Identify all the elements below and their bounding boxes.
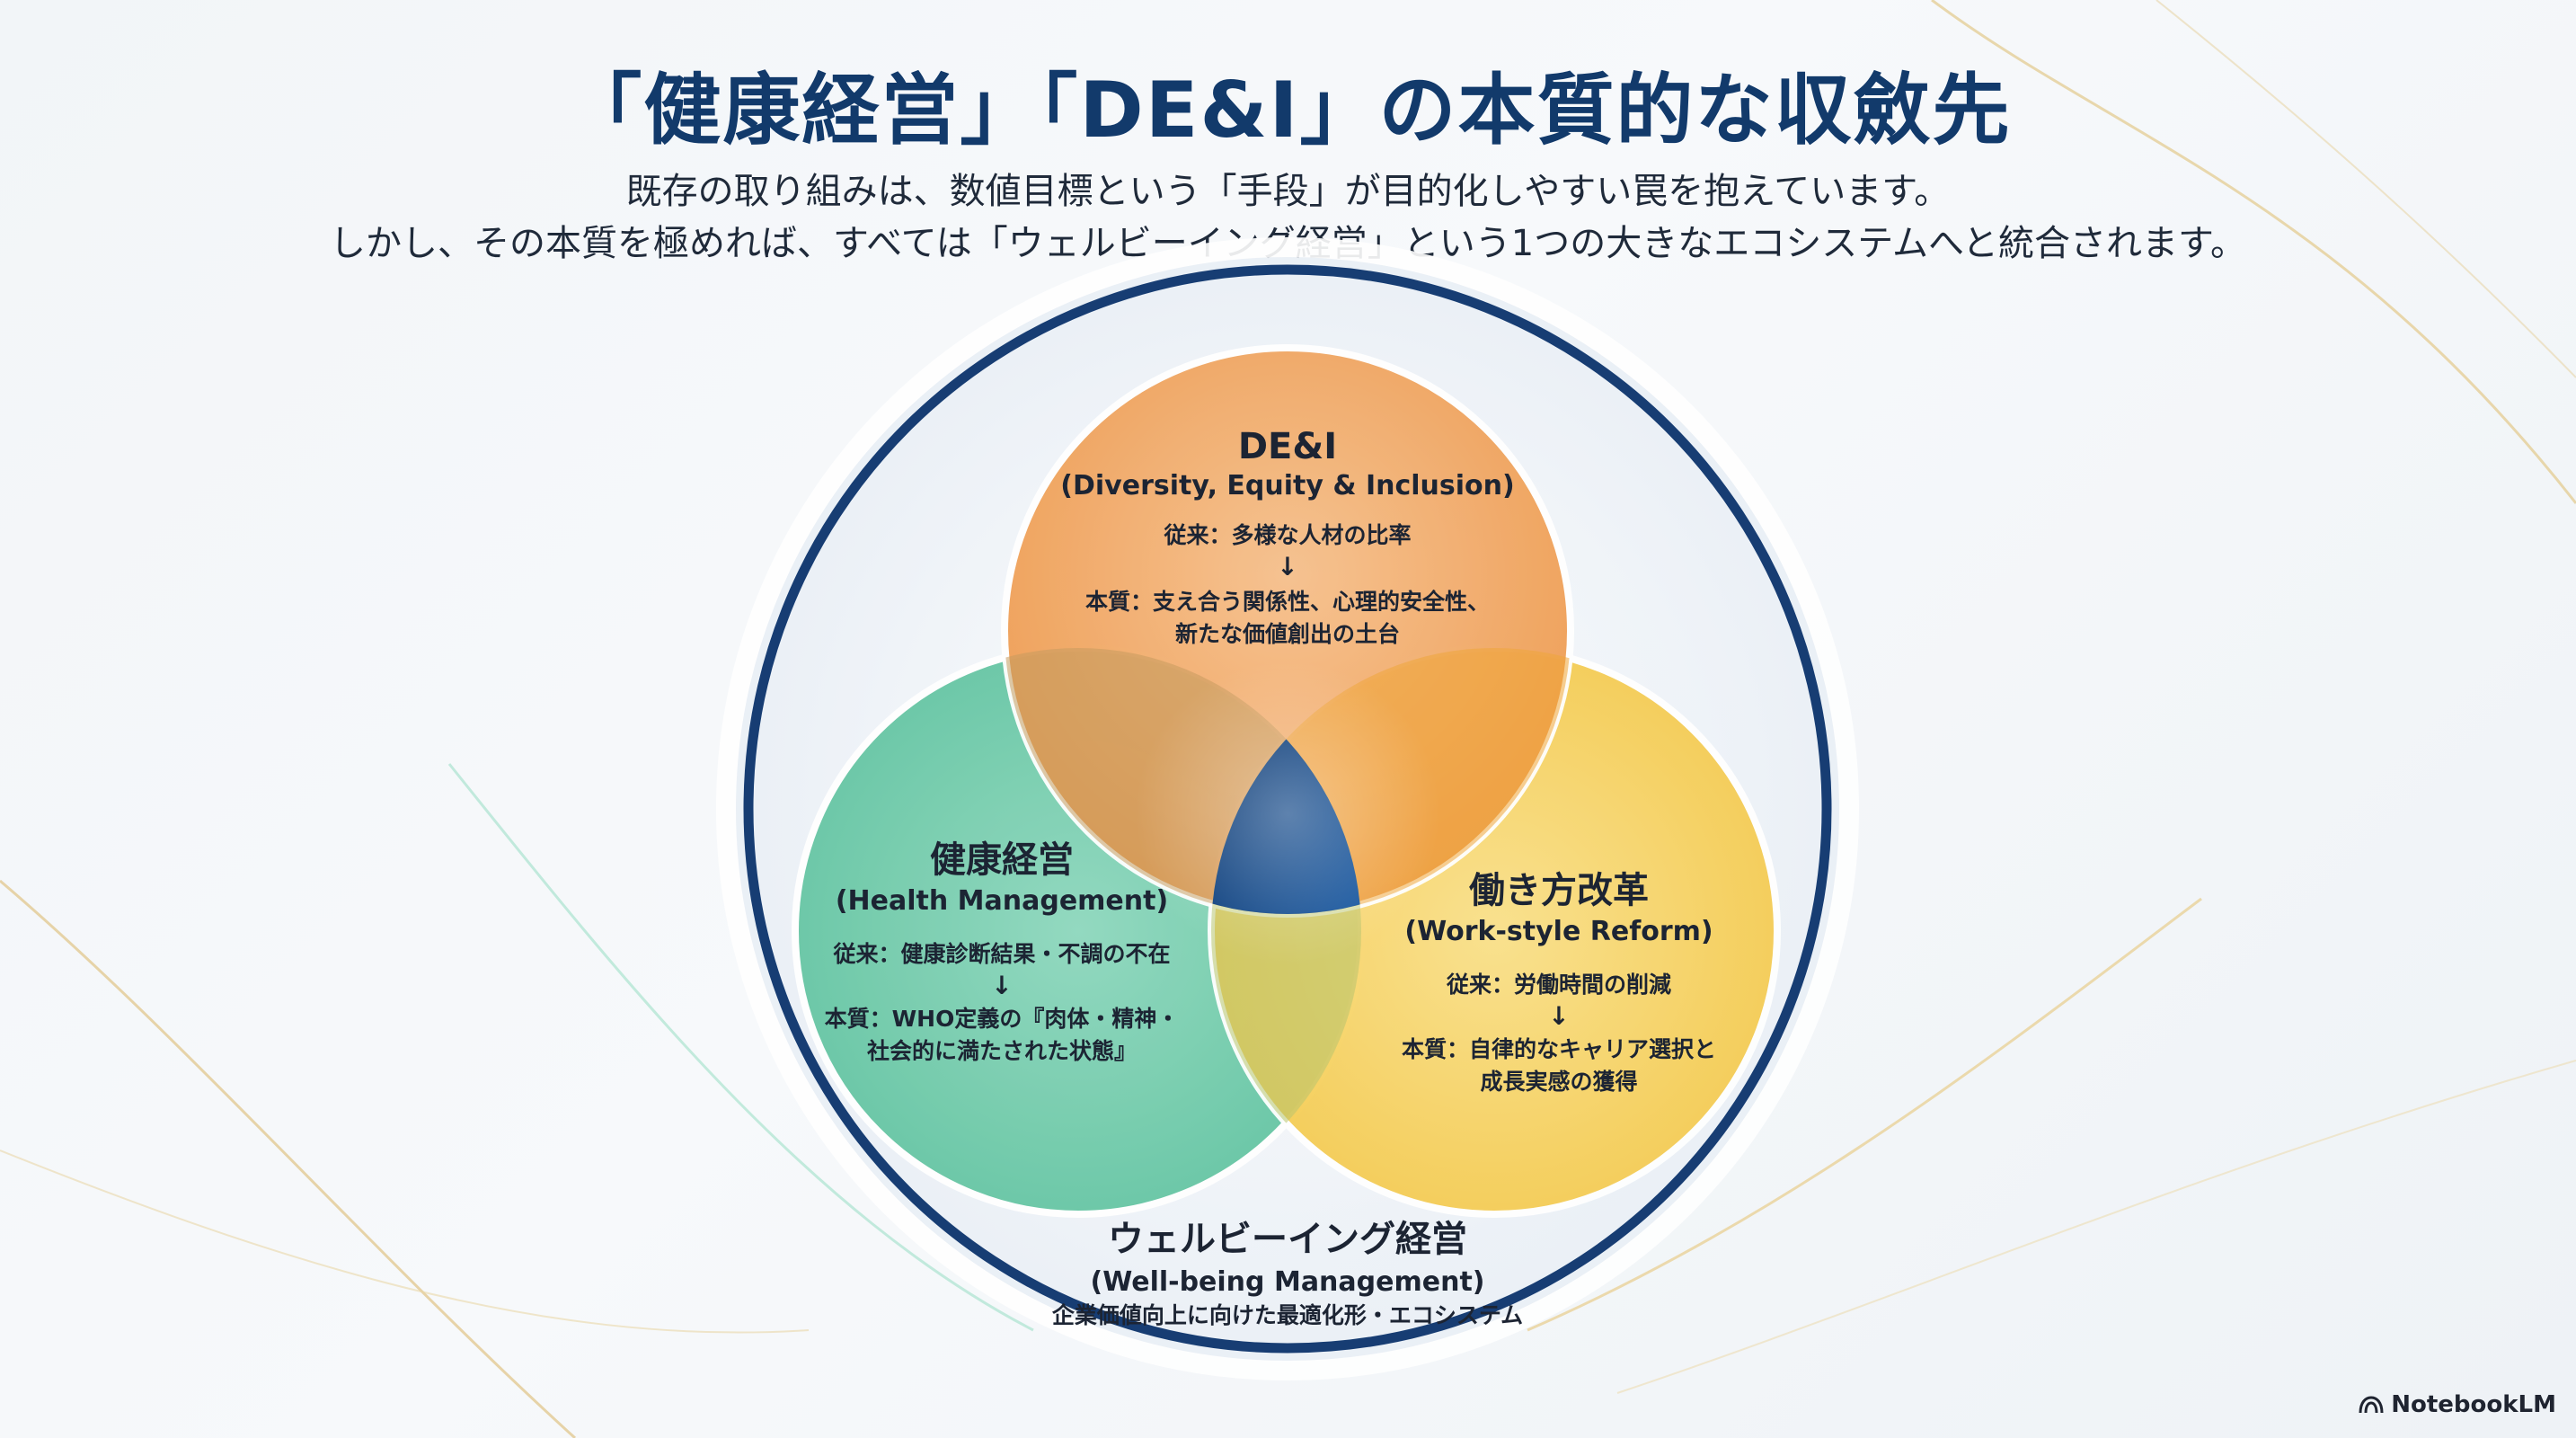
wellbeing-title: ウェルビーイング経営 bbox=[1108, 1219, 1467, 1260]
dei-essence-line-2: 新たな価値創出の土台 bbox=[1175, 621, 1400, 647]
dei-arrow: ↓ bbox=[1277, 552, 1297, 581]
work-title: 働き方改革 bbox=[1469, 870, 1649, 911]
dei-essence-line-1: 本質：支え合う関係性、心理的安全性、 bbox=[1085, 589, 1490, 615]
page-title: 「健康経営」「DE&I」の本質的な収斂先 bbox=[564, 66, 2012, 155]
health-before: 従来：健康診断結果・不調の不在 bbox=[832, 941, 1170, 967]
wellbeing-caption: 企業価値向上に向けた最適化形・エコシステム bbox=[1052, 1302, 1523, 1328]
brand-footer: NotebookLM bbox=[2359, 1391, 2556, 1418]
notebooklm-logo-icon bbox=[2359, 1396, 2384, 1414]
dei-before: 従来：多様な人材の比率 bbox=[1163, 522, 1411, 548]
wellbeing-subtitle: (Well-being Management) bbox=[1090, 1266, 1484, 1298]
work-arrow: ↓ bbox=[1548, 1001, 1569, 1031]
gold-curve-bottom-left bbox=[0, 1150, 810, 1334]
brand-label: NotebookLM bbox=[2391, 1391, 2556, 1418]
health-essence-line-2: 社会的に満たされた状態』 bbox=[867, 1038, 1137, 1064]
subtitle-line-1: 既存の取り組みは、数値目標という「手段」が目的化しやすい罠を抱えています。 bbox=[625, 171, 1951, 212]
center-glow bbox=[1135, 661, 1440, 966]
work-essence-line-2: 成長実感の獲得 bbox=[1480, 1069, 1637, 1095]
work-subtitle: (Work-style Reform) bbox=[1404, 916, 1713, 947]
dei-subtitle: (Diversity, Equity & Inclusion) bbox=[1060, 470, 1514, 502]
work-essence-line-1: 本質：自律的なキャリア選択と bbox=[1402, 1036, 1716, 1062]
gold-curve-bottom-right bbox=[1527, 897, 2202, 1332]
health-title: 健康経営 bbox=[930, 839, 1074, 881]
health-essence-line-1: 本質：WHO定義の『肉体・精神・ bbox=[825, 1006, 1180, 1032]
health-arrow: ↓ bbox=[991, 971, 1012, 1000]
outer-wellbeing-ring bbox=[743, 264, 1832, 1354]
gold-curve-top-right bbox=[1931, 0, 2576, 504]
dei-title: DE&I bbox=[1238, 426, 1337, 467]
work-before: 従来：労働時間の削減 bbox=[1446, 972, 1671, 998]
gold-curve-top-right-2 bbox=[2156, 0, 2576, 378]
health-subtitle: (Health Management) bbox=[836, 885, 1168, 917]
green-curve-bottom-left bbox=[447, 763, 1034, 1332]
gold-curve-left bbox=[0, 879, 577, 1438]
gold-curve-bottom-right-2 bbox=[1616, 1060, 2576, 1394]
